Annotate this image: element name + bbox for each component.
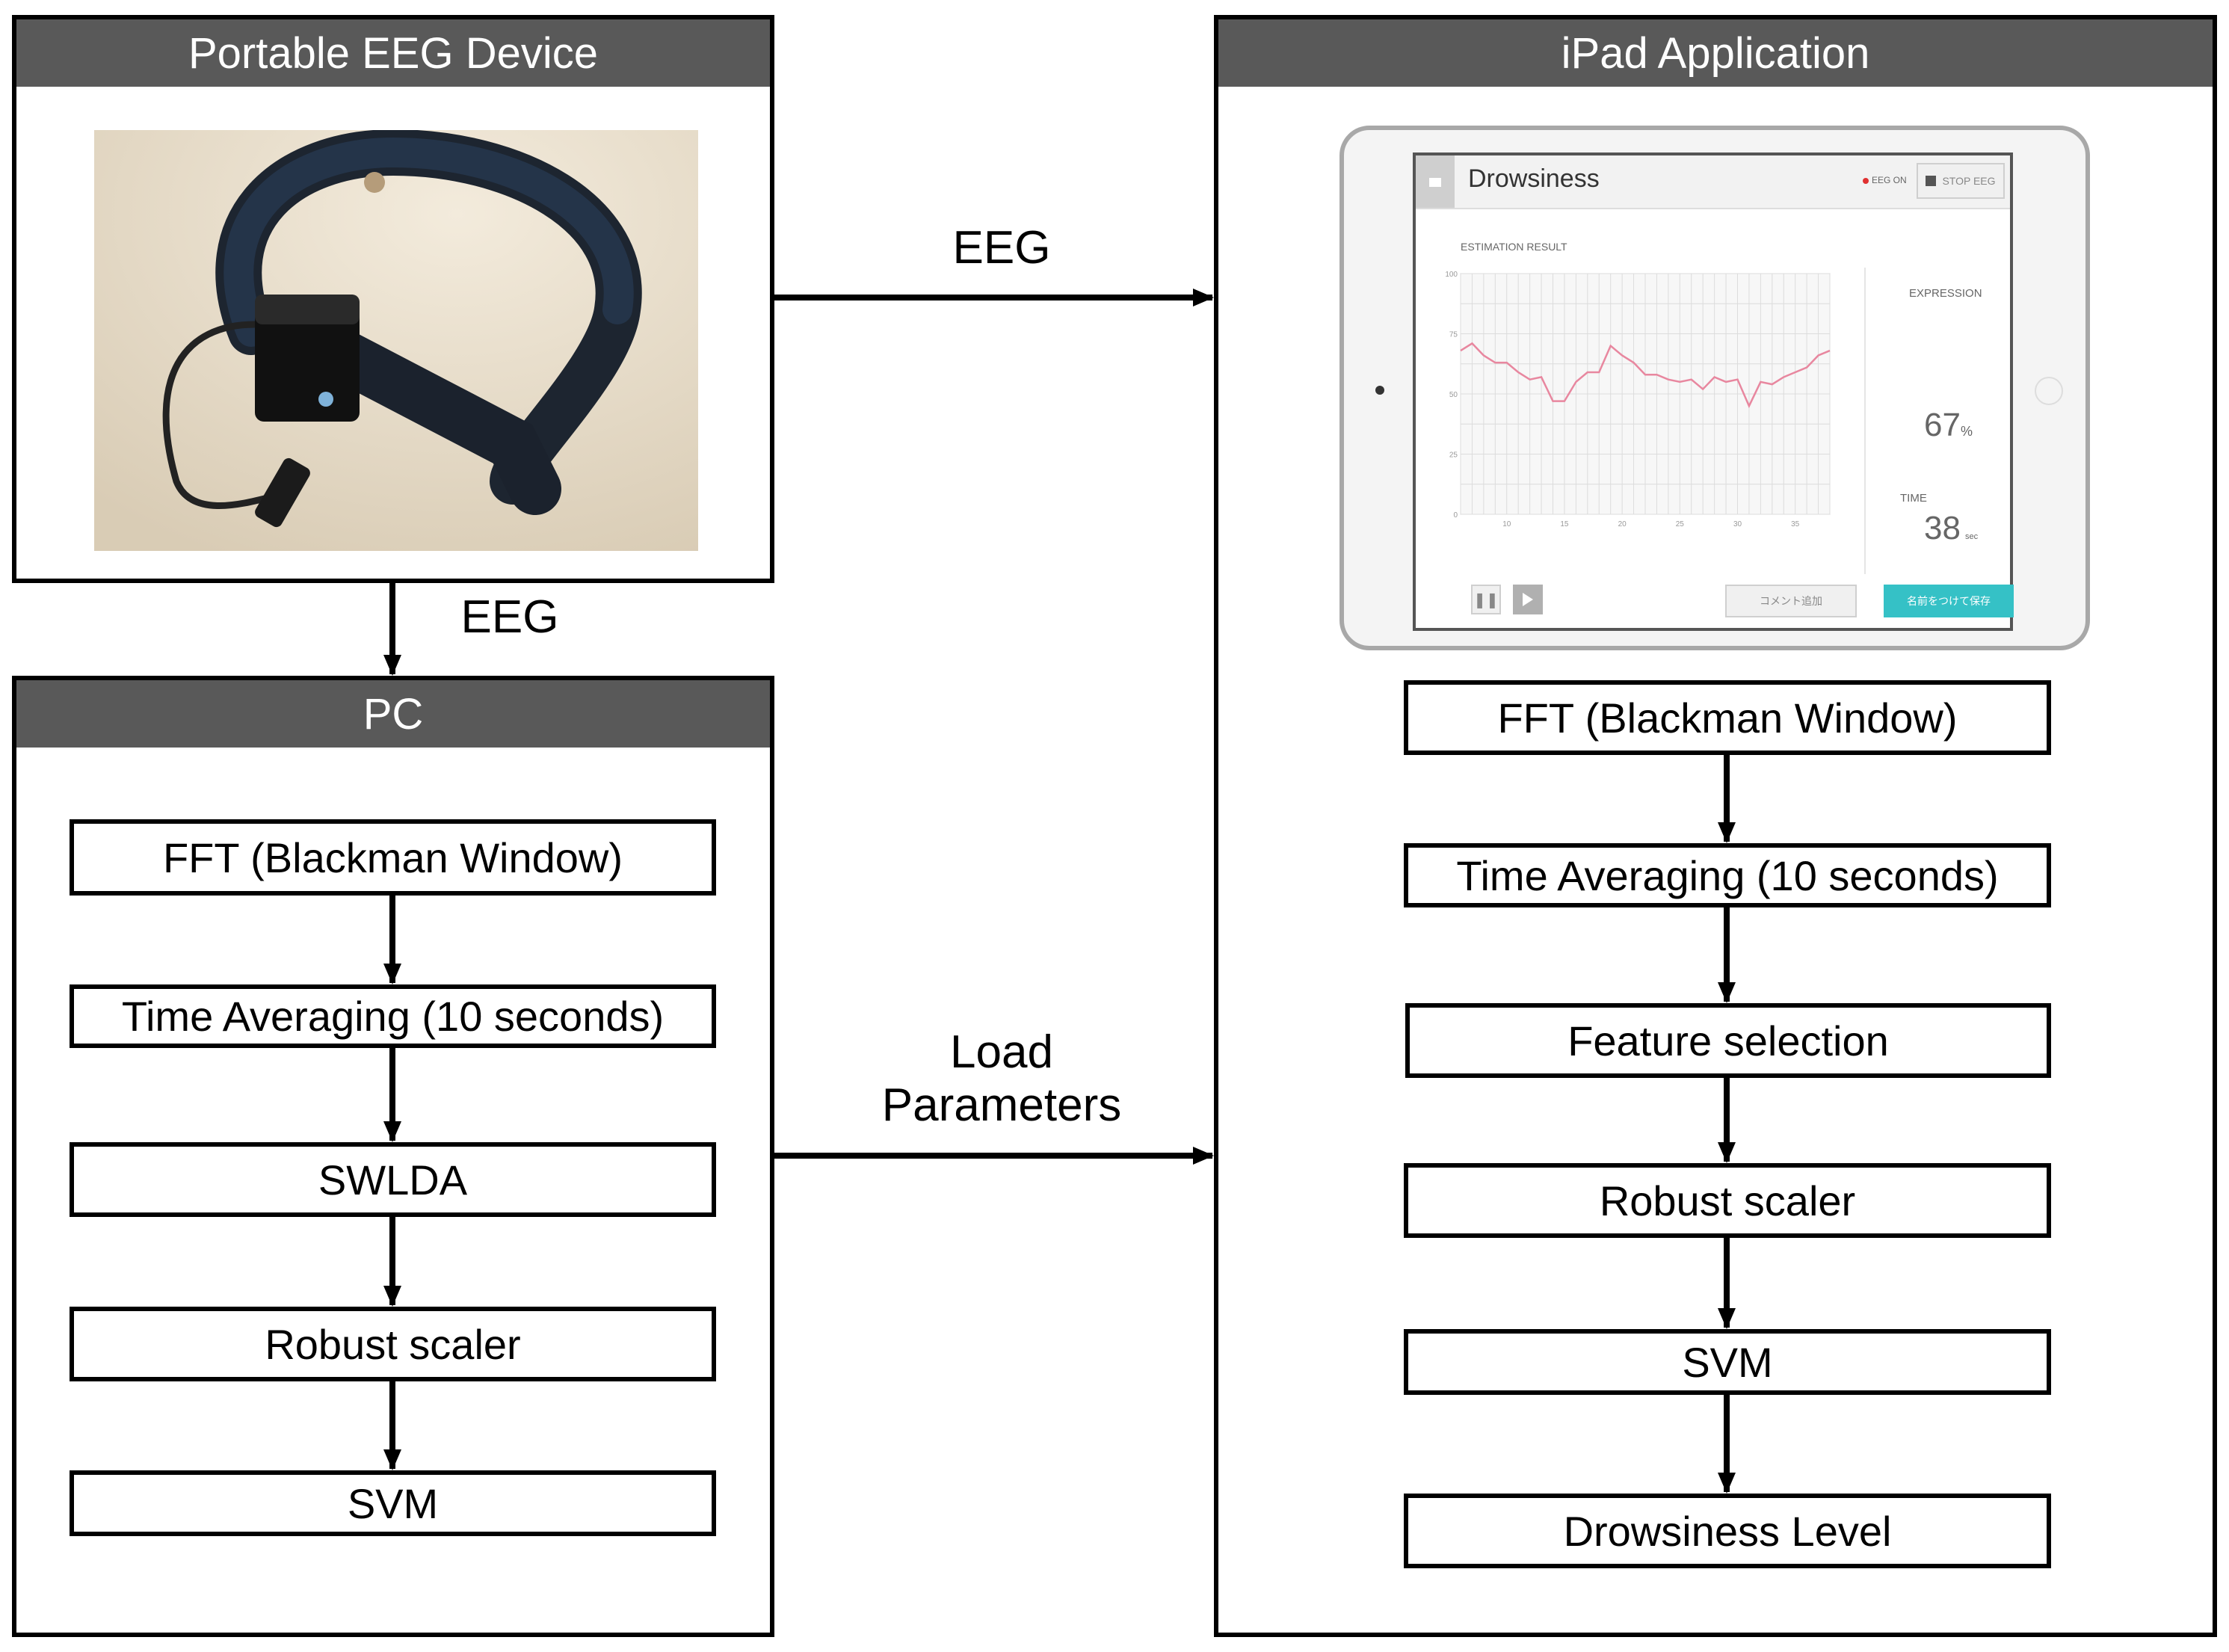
stop-eeg-label: STOP EEG <box>1942 175 1996 187</box>
app-title: Drowsiness <box>1468 164 1600 193</box>
ipad-panel-title: iPad Application <box>1218 19 2213 87</box>
menu-icon[interactable] <box>1416 155 1455 208</box>
pc-step-time-averaging: Time Averaging (10 seconds) <box>70 984 716 1048</box>
chart-x-tick-label: 35 <box>1791 520 1800 528</box>
chart-x-tick-label: 20 <box>1618 520 1627 528</box>
load-parameters-line-2: Parameters <box>881 1079 1122 1132</box>
ipad-step-svm: SVM <box>1404 1329 2051 1395</box>
ipad-device: Drowsiness EEG ON STOP EEG ESTIMATION RE… <box>1339 126 2090 650</box>
expression-value-group: 67% <box>1924 407 1973 444</box>
expression-label: EXPRESSION <box>1909 287 1982 300</box>
load-parameters-line-1: Load <box>950 1026 1053 1078</box>
time-label: TIME <box>1900 492 1927 505</box>
chart-x-tick-label: 25 <box>1676 520 1685 528</box>
add-comment-button[interactable]: コメント追加 <box>1725 585 1857 617</box>
pause-button[interactable]: ❚❚ <box>1471 585 1501 614</box>
side-divider <box>1864 268 1866 574</box>
chart-y-tick-label: 100 <box>1445 271 1458 279</box>
chart-y-tick-label: 0 <box>1453 511 1458 520</box>
stop-icon <box>1926 176 1937 186</box>
ipad-step-fft: FFT (Blackman Window) <box>1404 680 2051 755</box>
save-with-name-button[interactable]: 名前をつけて保存 <box>1884 585 2014 617</box>
ipad-step-feature-selection: Feature selection <box>1405 1003 2051 1078</box>
eeg-status-label: EEG ON <box>1872 175 1907 185</box>
eeg-device-photo <box>94 130 698 551</box>
pc-step-robust-scaler: Robust scaler <box>70 1307 716 1381</box>
pc-panel-title: PC <box>16 680 770 748</box>
ipad-step-time-averaging: Time Averaging (10 seconds) <box>1404 843 2051 907</box>
pc-step-svm: SVM <box>70 1470 716 1536</box>
eeg-device-panel: Portable EEG Device <box>12 15 774 583</box>
pc-step-fft: FFT (Blackman Window) <box>70 819 716 896</box>
ipad-home-button <box>2035 377 2063 405</box>
time-value: 38 <box>1924 510 1961 546</box>
eeg-status-dot-icon <box>1863 178 1869 184</box>
ipad-screen: Drowsiness EEG ON STOP EEG ESTIMATION RE… <box>1413 152 2014 631</box>
eeg-to-ipad-label: EEG <box>952 222 1051 274</box>
pause-icon: ❚❚ <box>1473 591 1499 608</box>
chart-x-tick-label: 30 <box>1733 520 1742 528</box>
chart-x-tick-label: 15 <box>1560 520 1569 528</box>
pc-step-swlda: SWLDA <box>70 1142 716 1217</box>
app-header-bar: Drowsiness EEG ON STOP EEG <box>1416 155 2010 209</box>
ipad-step-drowsiness-level: Drowsiness Level <box>1404 1494 2051 1568</box>
drowsiness-line-chart: 100 75 50 25 0 10 15 20 25 30 35 <box>1445 271 1831 528</box>
chart-y-tick-label: 25 <box>1449 451 1458 460</box>
chart-x-tick-label: 10 <box>1502 520 1511 528</box>
ipad-step-robust-scaler: Robust scaler <box>1404 1163 2051 1238</box>
eeg-to-pc-label: EEG <box>460 591 559 643</box>
estimation-result-label: ESTIMATION RESULT <box>1461 241 1567 253</box>
load-parameters-label: Load Parameters <box>845 1026 1159 1132</box>
time-unit: sec <box>1964 532 1979 541</box>
eeg-device-panel-title: Portable EEG Device <box>16 19 770 87</box>
expression-value: 67 <box>1924 407 1961 443</box>
play-button[interactable] <box>1513 585 1543 614</box>
play-icon <box>1523 593 1533 606</box>
eeg-headband-image <box>94 130 698 551</box>
expression-unit: % <box>1960 424 1973 439</box>
chart-y-tick-label: 50 <box>1449 391 1458 399</box>
ipad-camera-dot <box>1375 386 1384 395</box>
chart-y-tick-label: 75 <box>1449 331 1458 339</box>
stop-eeg-button[interactable]: STOP EEG <box>1917 163 2005 199</box>
